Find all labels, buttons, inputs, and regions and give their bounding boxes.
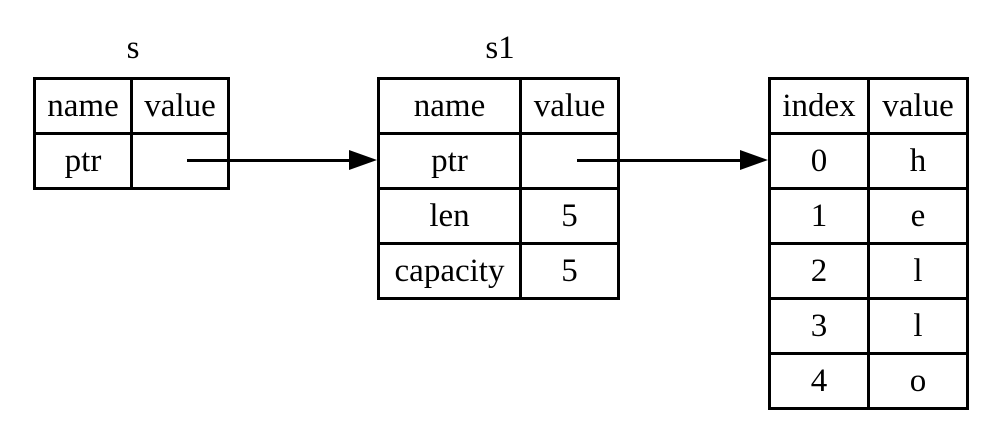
table-s1-header-name: name — [377, 77, 522, 135]
heap-table-value-0-cell: h — [867, 132, 969, 190]
arrow-line — [187, 158, 350, 162]
table-s1-ptr-name-cell: ptr — [377, 132, 522, 190]
heap-table-row-1: 1 e — [768, 187, 969, 245]
heap-table-value-1-cell: e — [867, 187, 969, 245]
table-s-header-name: name — [33, 77, 133, 135]
table-s1-header-value: value — [519, 77, 620, 135]
heap-table-index-0-cell: 0 — [768, 132, 870, 190]
table-s1-len-value-cell: 5 — [519, 187, 620, 245]
heap-table-header-index: index — [768, 77, 870, 135]
arrow-line — [577, 158, 741, 162]
table-s1-capacity-row: capacity 5 — [377, 242, 620, 300]
heap-table-row-0: 0 h — [768, 132, 969, 190]
heap-table-row-2: 2 l — [768, 242, 969, 300]
table-s-header-row: name value — [33, 77, 230, 135]
table-s1-title: s1 — [485, 30, 515, 66]
heap-table-value-4-cell: o — [867, 352, 969, 410]
heap-table-value-3-cell: l — [867, 297, 969, 355]
table-s-title: s — [126, 30, 140, 66]
heap-table-header-value: value — [867, 77, 969, 135]
arrow-head-icon — [349, 150, 377, 170]
heap-table-header-row: index value — [768, 77, 969, 135]
table-s1-len-name-cell: len — [377, 187, 522, 245]
heap-table-index-4-cell: 4 — [768, 352, 870, 410]
table-s: name value ptr — [33, 77, 230, 190]
heap-table-index-2-cell: 2 — [768, 242, 870, 300]
arrow-head-icon — [740, 150, 768, 170]
heap-table-index-1-cell: 1 — [768, 187, 870, 245]
table-s1-len-row: len 5 — [377, 187, 620, 245]
heap-table-row-3: 3 l — [768, 297, 969, 355]
heap-table-row-4: 4 o — [768, 352, 969, 410]
heap-table-index-3-cell: 3 — [768, 297, 870, 355]
table-s1-header-row: name value — [377, 77, 620, 135]
table-s1: name value ptr len 5 capacity 5 — [377, 77, 620, 300]
table-s1-capacity-name-cell: capacity — [377, 242, 522, 300]
heap-table-value-2-cell: l — [867, 242, 969, 300]
table-s-header-value: value — [130, 77, 230, 135]
table-s-ptr-name-cell: ptr — [33, 132, 133, 190]
table-s1-capacity-value-cell: 5 — [519, 242, 620, 300]
heap-buffer-table: index value 0 h 1 e 2 l 3 l 4 o — [768, 77, 969, 410]
